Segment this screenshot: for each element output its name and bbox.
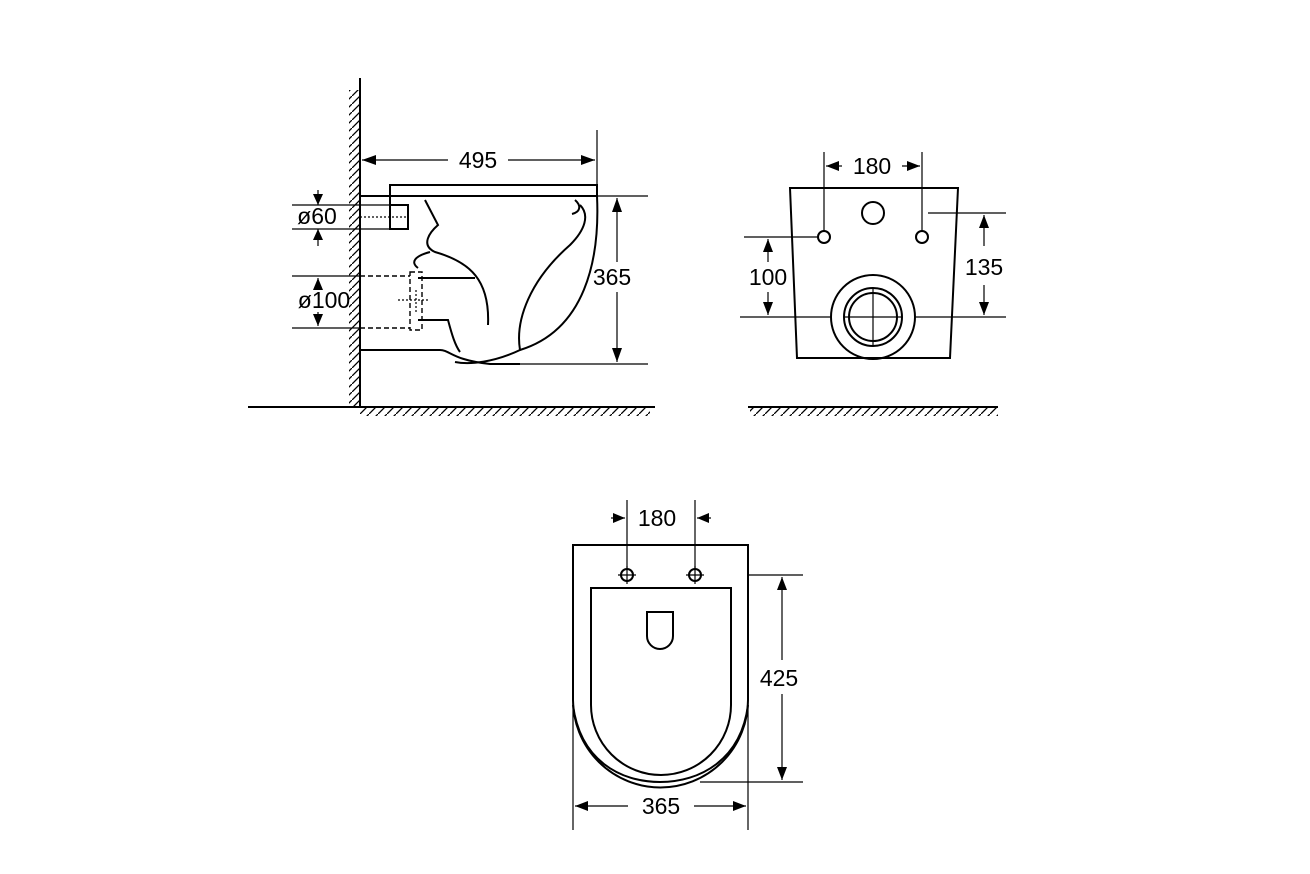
bolt-hole-left <box>817 230 831 244</box>
rear-view: 180 100 135 <box>740 152 1006 416</box>
floor-hatch <box>360 407 650 416</box>
rear-floor-hatch <box>750 407 998 416</box>
top-rim-curve <box>572 704 749 784</box>
label-top-bolt-spacing: 180 <box>638 505 676 531</box>
label-rear-bolt-to-outlet: 135 <box>965 254 1003 280</box>
bolt-hole-right <box>915 230 929 244</box>
dim-top-bolt-spacing: 180 <box>611 500 711 568</box>
dim-top-width: 365 <box>572 700 749 830</box>
top-bolt-right <box>686 566 704 584</box>
inlet-hole <box>861 201 885 225</box>
dim-inlet: ø60 <box>292 190 390 246</box>
side-view: 495 365 ø60 <box>248 78 655 416</box>
seat-outline <box>590 587 732 776</box>
outlet-outer <box>830 274 916 360</box>
top-outer-outline <box>572 544 749 789</box>
label-rear-outlet-height: 100 <box>749 264 787 290</box>
label-top-length: 425 <box>760 665 798 691</box>
label-rear-bolt-spacing: 180 <box>853 153 891 179</box>
dim-outlet: ø100 <box>292 275 360 329</box>
dim-top-length: 425 <box>700 574 803 783</box>
label-top-width: 365 <box>642 793 680 819</box>
dim-depth: 495 <box>362 130 598 185</box>
dim-rear-outlet-height: 100 <box>740 236 830 318</box>
label-outlet-diameter: ø100 <box>298 287 350 313</box>
toilet-side-outline <box>360 184 599 365</box>
label-height: 365 <box>593 264 631 290</box>
label-depth: 495 <box>459 147 497 173</box>
label-inlet-diameter: ø60 <box>297 203 337 229</box>
top-view: 180 425 365 <box>572 500 803 830</box>
dim-rear-bolt-spacing: 180 <box>823 152 923 231</box>
wall-hatch <box>349 90 360 407</box>
rear-outline <box>788 187 960 359</box>
dim-rear-bolt-to-outlet: 135 <box>916 212 1006 318</box>
dim-height: 365 <box>490 195 648 365</box>
seat-notch <box>646 611 674 650</box>
top-bolt-left <box>618 566 636 584</box>
